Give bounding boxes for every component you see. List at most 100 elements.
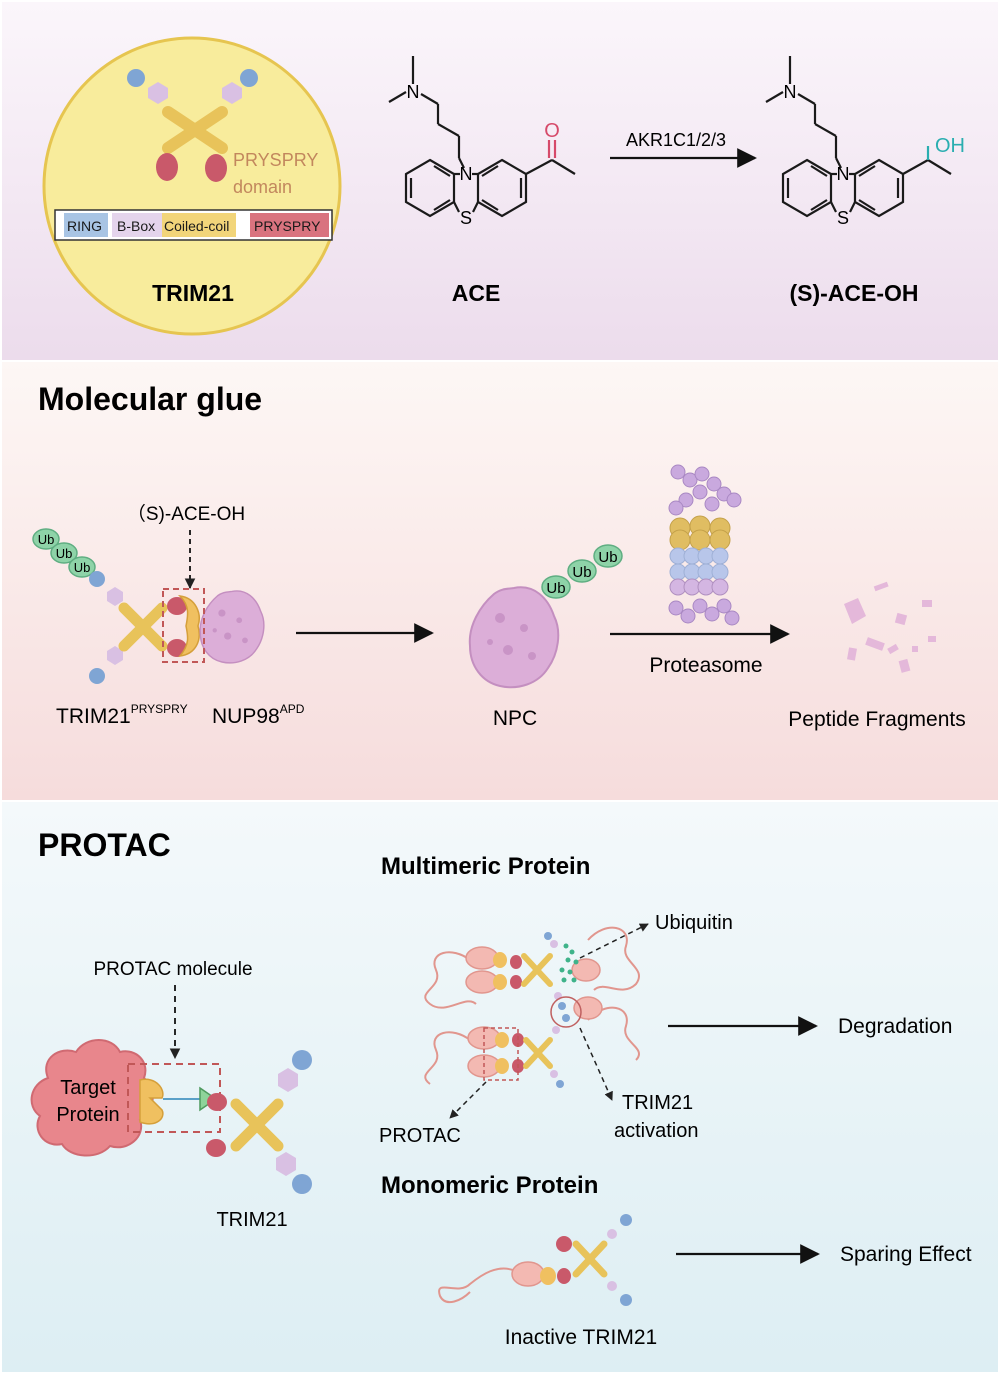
pryspry-segment (250, 213, 329, 237)
protac-warhead (139, 1078, 164, 1125)
coiled-coil-label: Coiled-coil (164, 218, 229, 234)
proteasome-label: Proteasome (649, 654, 762, 677)
ace-oh-nme2-n-atom: N (784, 82, 797, 102)
ring-bead (89, 668, 105, 684)
ring-bead (89, 571, 105, 587)
ubiquitin-label: Ubiquitin (655, 912, 733, 934)
ace-oh-glue (177, 594, 200, 657)
coiled-coil-segment (162, 213, 236, 237)
ace-oh-title: (S)-ACE-OH (789, 280, 918, 306)
multimeric-complex (424, 926, 640, 1088)
ace-s-atom: S (460, 208, 472, 228)
proteasome-icon (668, 464, 742, 626)
inactive-trim21-label: Inactive TRIM21 (505, 1326, 658, 1349)
ub-bead (32, 528, 60, 550)
ring-bead (292, 1050, 312, 1070)
bbox-segment (112, 213, 162, 237)
ub-label: Ub (598, 549, 617, 566)
bbox-bead (222, 82, 242, 104)
ace-nme2-n-atom: N (407, 82, 420, 102)
pryspry-domain (206, 1139, 226, 1157)
bbox-bead (148, 82, 168, 104)
trim21-protac-label: TRIM21 (216, 1209, 287, 1231)
pryspry-domain (167, 597, 187, 615)
ub-label: Ub (74, 560, 91, 575)
pryspry-label: PRYSPRY (254, 218, 321, 234)
ub-chain-left: Ub Ub Ub (32, 528, 96, 578)
trim21-protac (206, 1050, 312, 1194)
ub-bead (50, 542, 78, 564)
ace-oh-n-atom: N (837, 164, 850, 184)
ace-oh-s-atom: S (837, 208, 849, 228)
ub-bead (68, 556, 96, 578)
monomeric-heading: Monomeric Protein (381, 1172, 598, 1199)
pryspry-domain (207, 1093, 227, 1111)
trim21-glue (89, 571, 200, 684)
trim21-circle (42, 36, 342, 336)
ace-structure (388, 56, 576, 218)
ace-oh-hydroxyl: OH (935, 135, 965, 157)
ring-bead (292, 1174, 312, 1194)
ub-label: Ub (572, 564, 591, 581)
ub-bead (567, 559, 597, 583)
ace-oh-structure (765, 56, 952, 218)
pryspry-domain (205, 154, 227, 182)
trim21-arm (118, 602, 168, 652)
bbox-label: B-Box (117, 218, 155, 234)
glue-interface-box (162, 588, 205, 663)
protac-label: PROTAC (379, 1125, 461, 1147)
ub-label: Ub (56, 546, 73, 561)
bbox-bead (107, 646, 123, 665)
sparing-effect-label: Sparing Effect (840, 1243, 972, 1266)
ubiquitin-pointer (579, 923, 649, 959)
bbox-bead (276, 1152, 296, 1176)
monomeric-complex (438, 1214, 632, 1306)
target-protein-label-2: Protein (56, 1104, 119, 1126)
peptide-fragments (844, 581, 936, 673)
multimeric-heading: Multimeric Protein (381, 853, 590, 880)
pryspry-domain-label-2: domain (233, 177, 292, 197)
ace-title: ACE (452, 280, 501, 306)
ace-n-atom: N (460, 164, 473, 184)
ub-label: Ub (38, 532, 55, 547)
ace-oh-compound-label: （S)-ACE-OH (127, 503, 245, 525)
domain-bar: RING B-Box Coiled-coil PRYSPRY (54, 209, 333, 241)
protac-molecule-label: PROTAC molecule (93, 959, 252, 980)
ub-chain-npc: Ub Ub Ub (541, 544, 623, 599)
ub-bead (541, 575, 571, 599)
trim21-title: TRIM21 (152, 280, 234, 306)
trim21-arm (162, 106, 228, 154)
pryspry-domain-label-1: PRYSPRY (233, 150, 318, 170)
degradation-label: Degradation (838, 1015, 952, 1038)
trim21-activation-label-1: TRIM21 (622, 1092, 693, 1114)
target-protein-label-1: Target (60, 1077, 116, 1099)
bbox-bead (278, 1068, 298, 1092)
bbox-bead (107, 587, 123, 606)
ring-segment (64, 213, 108, 237)
activation-pointer (579, 1027, 613, 1101)
ub-bead (593, 544, 623, 568)
activation-circle (550, 996, 582, 1028)
nup98-apd-label: NUP98APD (212, 702, 305, 728)
protac-panel-bg (2, 802, 998, 1372)
ace-o-atom: O (544, 120, 560, 142)
peptide-fragments-label: Peptide Fragments (788, 708, 965, 731)
trim21-structure-inset: PRYSPRY domain RING B-Box Coiled-coil PR… (42, 36, 342, 336)
protac-heading: PROTAC (38, 827, 171, 863)
ring-label: RING (67, 218, 102, 234)
molecular-glue-panel-bg (2, 362, 998, 800)
ring-bead (127, 69, 145, 87)
target-protein: Target Protein (30, 1039, 154, 1157)
trim21-activation-label-2: activation (614, 1120, 699, 1142)
ub-label: Ub (546, 580, 565, 597)
trim21-pryspry-label: TRIM21PRYSPRY (56, 702, 188, 728)
protac-box-small (483, 1027, 519, 1081)
trim21-arm (230, 1098, 284, 1152)
pryspry-domain (156, 153, 178, 181)
reaction-enzyme: AKR1C1/2/3 (626, 130, 726, 150)
ring-bead (240, 69, 258, 87)
npc-label: NPC (493, 707, 537, 730)
molecular-glue-heading: Molecular glue (38, 381, 262, 417)
